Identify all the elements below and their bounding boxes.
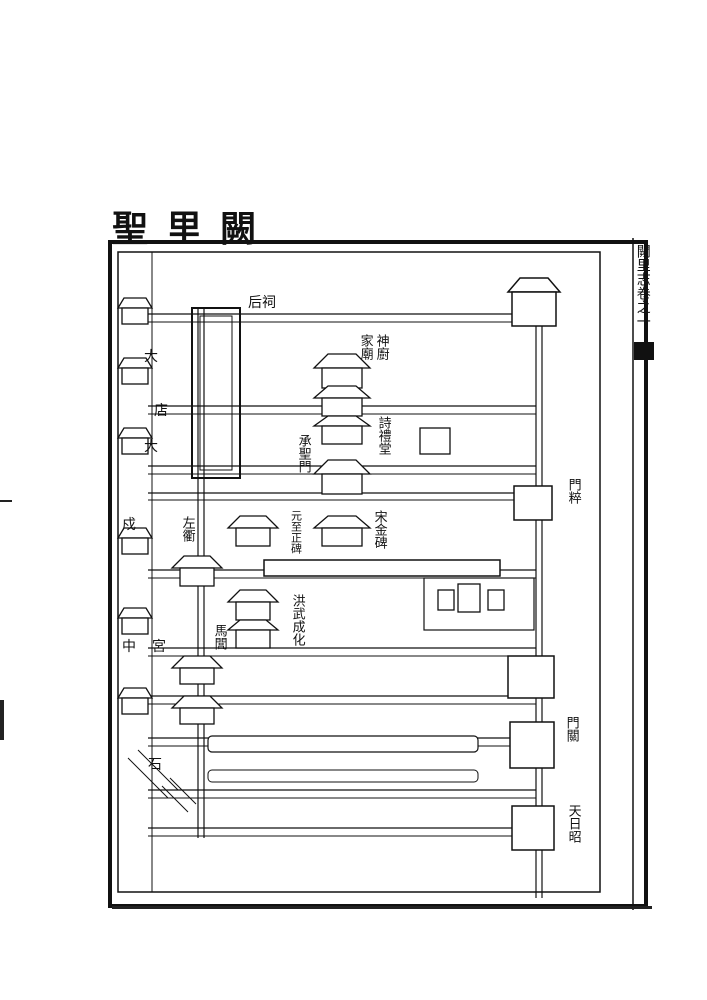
label-family-temple: 家廟	[357, 334, 373, 360]
map-illustration: 后祠 神廚 家廟 詩禮堂 承聖門 宋金碑 元至正碑 洪武成化 左衢 馬閭 門粹 …	[108, 238, 648, 910]
label-hongwu-chenghua: 洪武成化	[289, 594, 305, 646]
label-gate-que: 門關	[563, 716, 579, 742]
map-lines	[108, 240, 648, 908]
label-zhong: 中	[122, 639, 136, 655]
margin-mark	[0, 500, 12, 502]
label-tian-ming: 天日昭	[565, 804, 581, 843]
label-chengsheng-gate: 承聖門	[295, 434, 311, 473]
volume-label: 闕里志卷之一	[634, 244, 651, 328]
label-song-jin-stele: 宋金碑	[371, 510, 387, 549]
label-shi: 石	[148, 757, 162, 773]
label-shen-kitchen: 神廚	[373, 334, 389, 360]
volume-side-strip: 闕里志卷之一	[632, 238, 654, 910]
label-yuan-stele: 元至正碑	[289, 510, 303, 554]
label-shu: 戍	[122, 517, 136, 533]
label-da-2: 大	[144, 439, 158, 455]
label-gate-zhong: 門粹	[565, 478, 581, 504]
margin-mark	[0, 700, 4, 740]
label-zuo-alley: 左衢	[179, 516, 195, 542]
label-da-1: 大	[144, 349, 158, 365]
label-dian: 店	[154, 403, 168, 419]
label-houtu-shrine: 后祠	[248, 295, 276, 311]
side-strip-lines	[632, 238, 654, 910]
label-gong: 宮	[152, 639, 166, 655]
margin-mark	[112, 906, 652, 909]
label-poetry-ritual-hall: 詩禮堂	[375, 416, 391, 455]
label-mahong: 馬閭	[211, 624, 227, 650]
